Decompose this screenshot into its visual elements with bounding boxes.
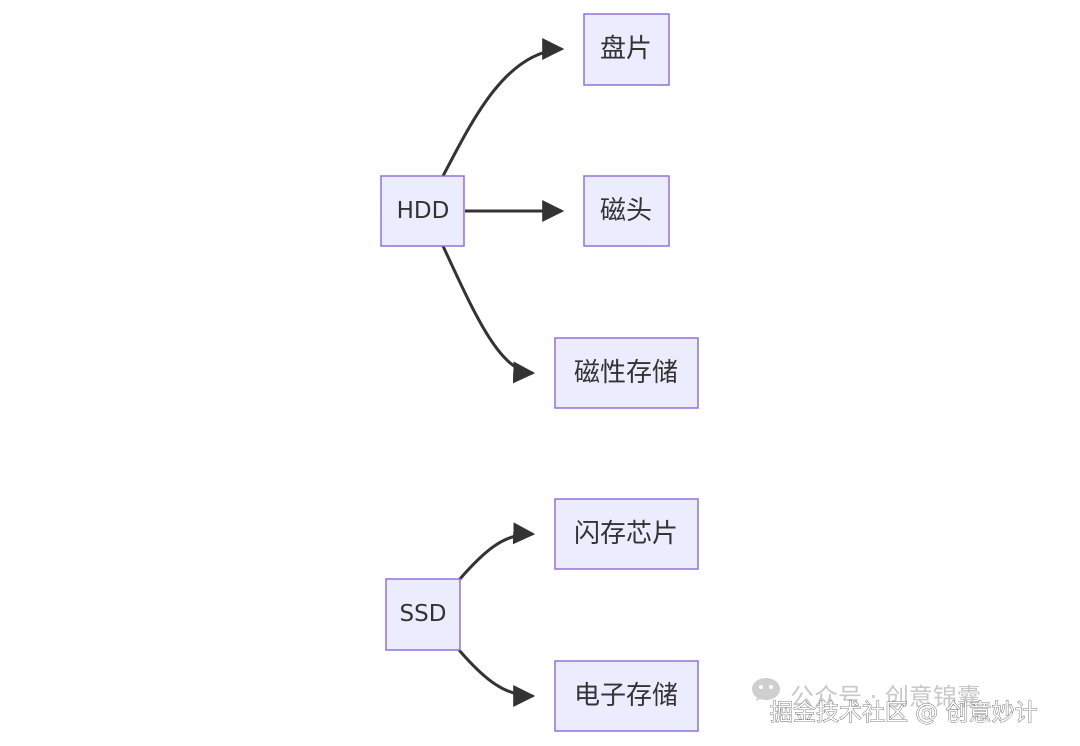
node-ssd-label: SSD bbox=[400, 601, 447, 627]
watermark-account-name: 公众号 · 创意锦囊 bbox=[790, 683, 981, 711]
wechat-icon bbox=[752, 678, 780, 701]
node-electronic-storage-label: 电子存储 bbox=[574, 681, 678, 711]
edge-ssd-to-flash-chip bbox=[457, 522, 536, 581]
watermark-community-credit: 掘金技术社区 @ 创意妙计 bbox=[770, 700, 1038, 726]
edge-hdd-to-magnetic-storage bbox=[441, 245, 536, 384]
node-hdd: HDD bbox=[380, 175, 465, 247]
node-flash-chip-label: 闪存芯片 bbox=[574, 519, 678, 549]
ssd-edges bbox=[457, 522, 536, 707]
node-ssd: SSD bbox=[385, 578, 461, 651]
edge-ssd-to-electronic-storage bbox=[457, 649, 536, 707]
edge-hdd-to-platter bbox=[441, 38, 565, 177]
hdd-edges bbox=[441, 38, 565, 384]
node-magnetic-storage-label: 磁性存储 bbox=[574, 358, 678, 388]
node-magnetic-storage: 磁性存储 bbox=[554, 337, 699, 409]
node-head: 磁头 bbox=[583, 175, 670, 247]
node-head-label: 磁头 bbox=[600, 196, 652, 226]
node-platter-label: 盘片 bbox=[600, 34, 652, 64]
node-electronic-storage: 电子存储 bbox=[554, 660, 699, 732]
node-flash-chip: 闪存芯片 bbox=[554, 498, 699, 570]
node-platter: 盘片 bbox=[583, 13, 670, 86]
watermark: 公众号 · 创意锦囊 掘金技术社区 @ 创意妙计 bbox=[752, 678, 1038, 726]
node-hdd-label: HDD bbox=[397, 198, 450, 224]
